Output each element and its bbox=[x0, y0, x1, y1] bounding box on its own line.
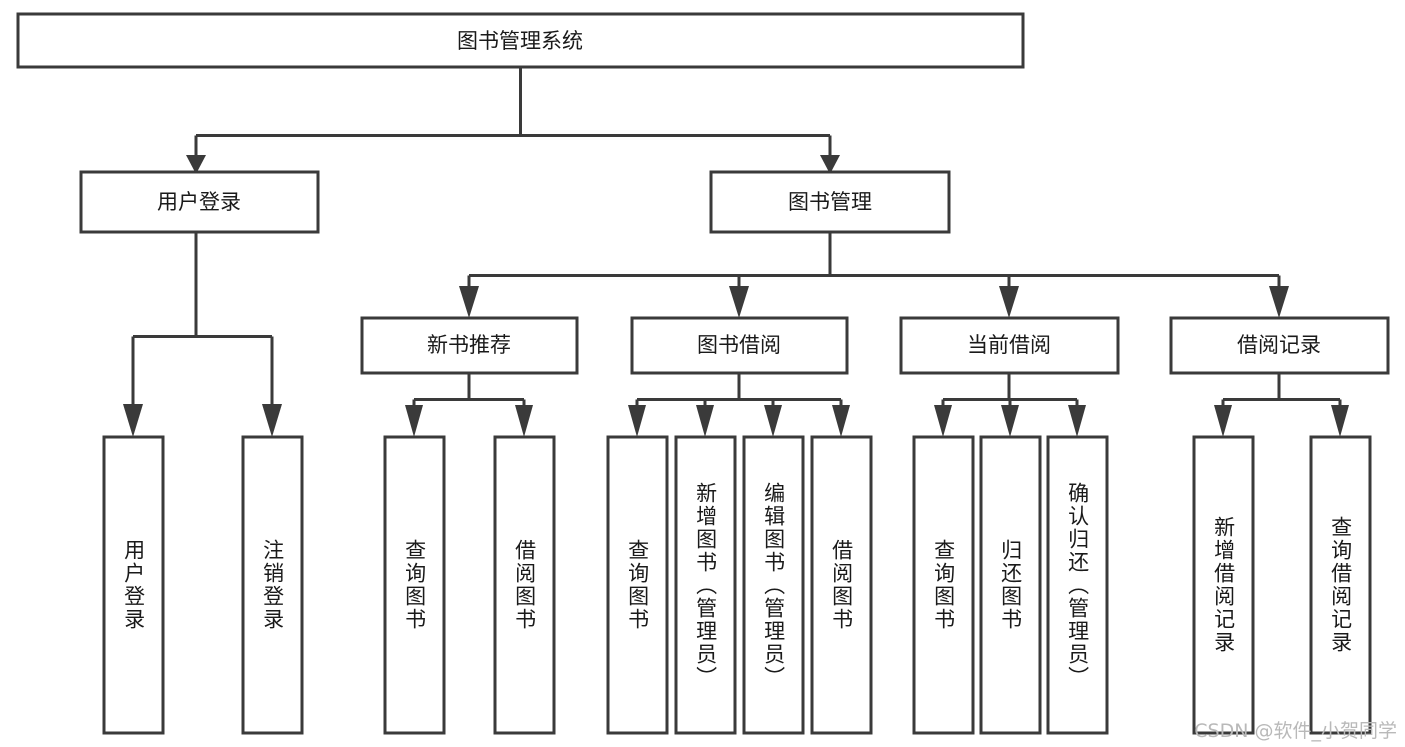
node-new-book-recommend-label: 新书推荐 bbox=[427, 333, 511, 357]
arrowhead-borrow-record-child-1 bbox=[1331, 405, 1349, 437]
arrowhead-book-borrow-child-1 bbox=[696, 405, 714, 437]
node-book-borrow[interactable]: 图书借阅 bbox=[630, 316, 849, 375]
arrowhead-user-login-child-0 bbox=[123, 404, 143, 437]
leaf-box-book-borrow-0[interactable] bbox=[606, 435, 669, 735]
arrowhead-book-borrow-child-3 bbox=[832, 405, 850, 437]
node-user-login[interactable]: 用户登录 bbox=[79, 170, 320, 234]
node-book-borrow-label: 图书借阅 bbox=[697, 333, 781, 357]
node-book-manage[interactable]: 图书管理 bbox=[709, 170, 951, 234]
arrowhead-new-book bbox=[459, 286, 479, 318]
leaf-box-book-borrow-3[interactable] bbox=[810, 435, 873, 735]
arrowhead-current-borrow-child-1 bbox=[1001, 405, 1019, 437]
node-current-borrow-label: 当前借阅 bbox=[967, 333, 1051, 357]
arrowhead-borrow-record bbox=[1269, 286, 1289, 318]
node-current-borrow-box[interactable] bbox=[899, 316, 1120, 375]
node-user-login-label: 用户登录 bbox=[157, 190, 241, 214]
arrowhead-new-book-child-1 bbox=[515, 405, 533, 437]
leaf-box-current-borrow-2[interactable] bbox=[1046, 435, 1109, 735]
arrowhead-current-borrow bbox=[999, 286, 1019, 318]
leaf-box-borrow-record-1[interactable] bbox=[1309, 435, 1372, 735]
watermark-text: CSDN @软件_小贺同学 bbox=[1194, 720, 1397, 742]
node-new-book-recommend[interactable]: 新书推荐 bbox=[360, 316, 579, 375]
leaf-box-current-borrow-1[interactable] bbox=[979, 435, 1042, 735]
leaf-box-user-login-1[interactable] bbox=[241, 435, 304, 735]
node-borrow-record[interactable]: 借阅记录 bbox=[1169, 316, 1390, 375]
node-root-label: 图书管理系统 bbox=[457, 29, 583, 53]
arrowhead-book-borrow-child-2 bbox=[764, 405, 782, 437]
leaf-box-new-book-1[interactable] bbox=[493, 435, 556, 735]
arrowhead-book-borrow bbox=[729, 286, 749, 318]
node-borrow-record-box[interactable] bbox=[1169, 316, 1390, 375]
arrowhead-new-book-child-0 bbox=[405, 405, 423, 437]
leaf-box-borrow-record-0[interactable] bbox=[1192, 435, 1255, 735]
leaf-box-user-login-0[interactable] bbox=[102, 435, 165, 735]
arrowhead-book-borrow-child-0 bbox=[628, 405, 646, 437]
arrowhead-book-manage bbox=[820, 155, 840, 174]
node-book-manage-label: 图书管理 bbox=[788, 190, 872, 214]
leaf-box-current-borrow-0[interactable] bbox=[912, 435, 975, 735]
node-book-borrow-box[interactable] bbox=[630, 316, 849, 375]
arrowhead-current-borrow-child-2 bbox=[1068, 405, 1086, 437]
leaf-box-new-book-0[interactable] bbox=[383, 435, 446, 735]
node-new-book-recommend-box[interactable] bbox=[360, 316, 579, 375]
node-root[interactable]: 图书管理系统 bbox=[16, 12, 1025, 69]
node-borrow-record-label: 借阅记录 bbox=[1237, 333, 1321, 357]
arrowhead-layer bbox=[123, 155, 1349, 437]
arrowhead-user-login-child-1 bbox=[262, 404, 282, 437]
node-book-manage-box[interactable] bbox=[709, 170, 951, 234]
leaf-box-book-borrow-2[interactable] bbox=[742, 435, 805, 735]
node-layer: 图书管理系统 用户登录 图书管理 新书推荐 图书借阅 当前 bbox=[16, 12, 1390, 735]
node-root-box[interactable] bbox=[16, 12, 1025, 69]
node-current-borrow[interactable]: 当前借阅 bbox=[899, 316, 1120, 375]
node-user-login-box[interactable] bbox=[79, 170, 320, 234]
arrowhead-borrow-record-child-0 bbox=[1214, 405, 1232, 437]
arrowhead-current-borrow-child-0 bbox=[934, 405, 952, 437]
arrowhead-user-login bbox=[186, 155, 206, 174]
leaf-box-book-borrow-1[interactable] bbox=[674, 435, 737, 735]
